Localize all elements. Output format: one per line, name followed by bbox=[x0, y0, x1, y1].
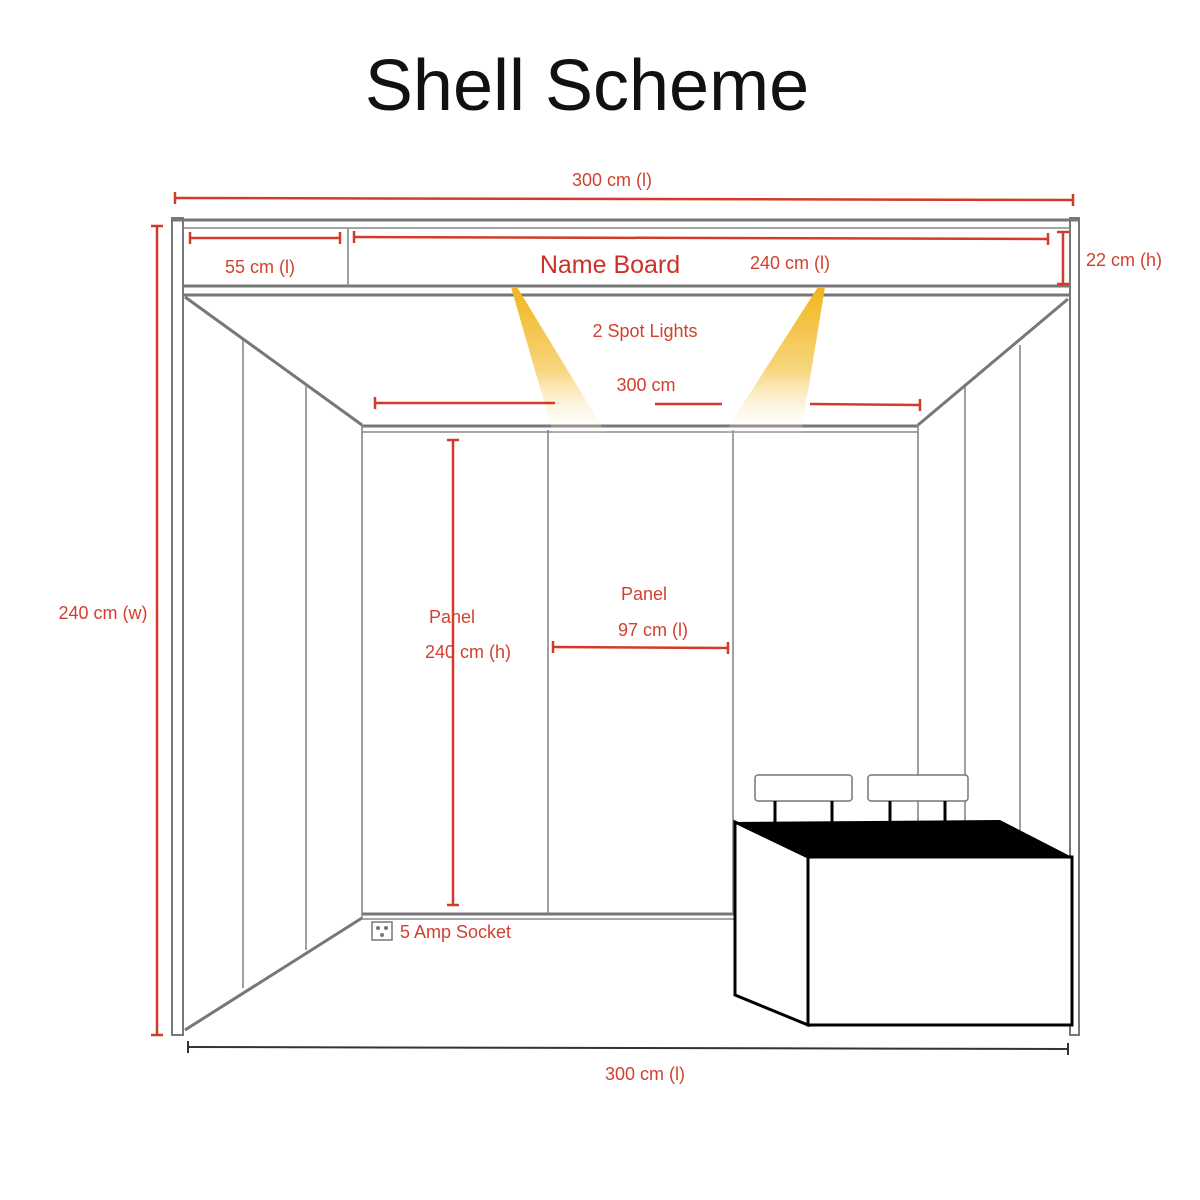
name-board-label: Name Board bbox=[540, 251, 680, 279]
panel-height-label: 240 cm (h) bbox=[425, 642, 511, 662]
bottom-width-label: 300 cm (l) bbox=[605, 1064, 685, 1084]
panel-length-dimension: Panel 97 cm (l) bbox=[551, 584, 730, 654]
name-board-length-dimension: 240 cm (l) bbox=[352, 231, 1050, 273]
counter-table bbox=[733, 819, 1074, 1028]
panel-height-title: Panel bbox=[429, 607, 475, 627]
stool bbox=[754, 774, 853, 822]
depth-dimension: 240 cm (w) bbox=[58, 224, 163, 1037]
name-board-height-label: 22 cm (h) bbox=[1086, 250, 1162, 270]
frame bbox=[171, 217, 1080, 1036]
panel-length-title: Panel bbox=[621, 584, 667, 604]
back-width-dimension: 300 cm bbox=[373, 375, 922, 411]
diagram-title: Shell Scheme bbox=[365, 46, 809, 126]
spot-light-left-beam bbox=[511, 287, 610, 440]
left-segment-dimension: 55 cm (l) bbox=[188, 232, 342, 277]
spot-lights-label: 2 Spot Lights bbox=[592, 321, 697, 341]
booth-walls bbox=[184, 295, 1069, 1032]
panel-height-dimension: Panel 240 cm (h) bbox=[425, 438, 511, 907]
top-width-label: 300 cm (l) bbox=[572, 170, 652, 190]
back-width-label: 300 cm bbox=[616, 375, 675, 395]
top-width-dimension: 300 cm (l) bbox=[173, 170, 1075, 206]
depth-label: 240 cm (w) bbox=[58, 603, 147, 623]
panel-length-label: 97 cm (l) bbox=[618, 620, 688, 640]
name-board-height-dimension: 22 cm (h) bbox=[1057, 230, 1162, 286]
spot-light-right-beam bbox=[720, 287, 825, 440]
bottom-width-dimension: 300 cm (l) bbox=[187, 1041, 1069, 1084]
left-segment-label: 55 cm (l) bbox=[225, 257, 295, 277]
socket-label: 5 Amp Socket bbox=[400, 922, 511, 942]
name-board-length-label: 240 cm (l) bbox=[750, 253, 830, 273]
socket-icon bbox=[371, 921, 393, 941]
stool bbox=[867, 774, 969, 822]
